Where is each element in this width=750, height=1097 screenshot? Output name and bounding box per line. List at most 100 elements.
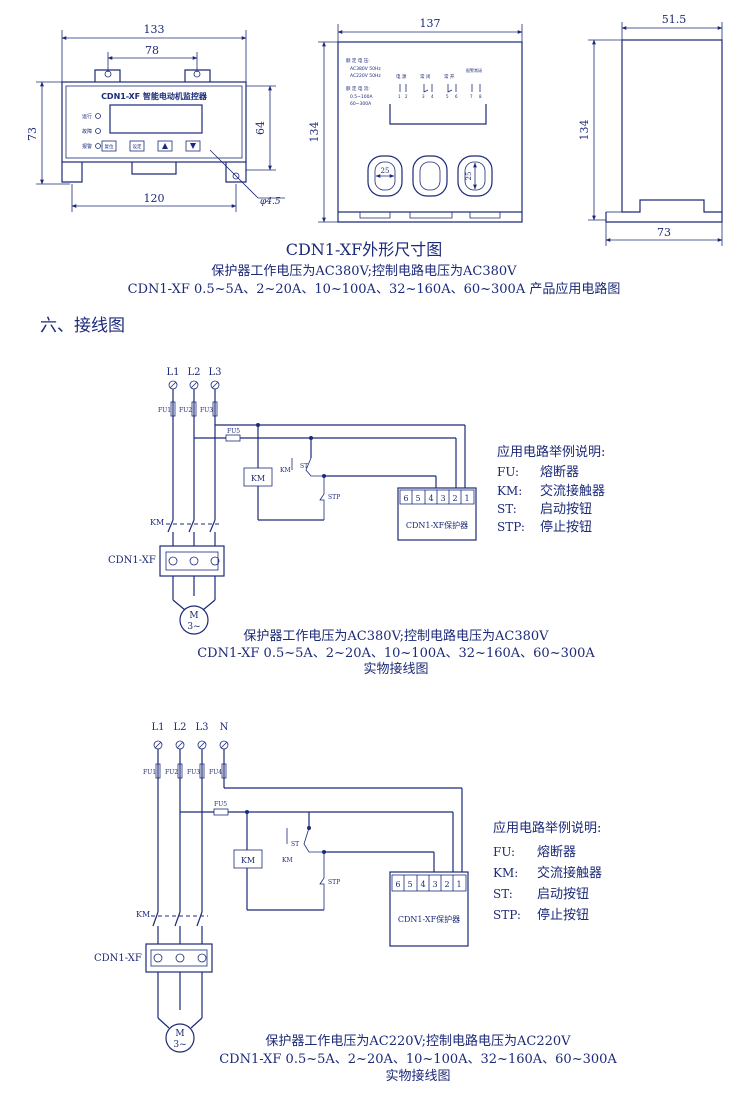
d1-legend: 应用电路举例说明: FU: 熔断器 KM: 交流接触器 ST: 启动按钮 STP… (497, 444, 605, 535)
d2-legend-code: FU: (493, 845, 515, 859)
d2-caption-voltage: 保护器工作电压为AC220V;控制电路电压为AC220V (265, 1033, 571, 1049)
d1-fuse-2: FU2 (179, 407, 192, 414)
back-terminal-7: 7 (470, 94, 473, 99)
d1-legend-title: 应用电路举例说明: (497, 444, 605, 460)
back-terminal-contacts (399, 84, 481, 93)
d1-legend-code: STP: (497, 520, 525, 534)
back-terminal-6: 6 (455, 94, 458, 99)
d1-fu5: FU5 (227, 428, 240, 435)
back-head-nc: 常 闭 (420, 73, 431, 80)
d2-phase-l3: L3 (195, 722, 208, 733)
back-terminal-2: 2 (405, 94, 408, 99)
d1-terminal: 2 (452, 494, 457, 503)
back-head-power: 电 源 (396, 73, 407, 80)
d1-motor (179, 605, 209, 635)
heading-range-line: CDN1-XF 0.5~5A、2~20A、10~100A、32~160A、60~… (128, 281, 621, 297)
d1-terminal: 1 (464, 494, 469, 503)
d1-protector-terminals: 6 5 4 3 2 1 (399, 489, 475, 505)
dim-side-height: 134 (578, 120, 591, 141)
dim-side-width: 51.5 (662, 13, 687, 26)
set-button-label: 设定 (133, 143, 142, 150)
d1-legend-desc: 熔断器 (540, 465, 579, 480)
d2-caption-title: 实物接线图 (385, 1068, 450, 1084)
reset-button-label: 复位 (105, 143, 114, 150)
d1-phase-l1: L1 (166, 367, 179, 378)
d2-terminal: 4 (420, 880, 425, 889)
d1-caption-range: CDN1-XF 0.5~5A、2~20A、10~100A、32~160A、60~… (197, 646, 595, 661)
d1-motor-m: M (189, 611, 198, 621)
dim-front-width: 133 (144, 23, 165, 36)
dim-front-base-width: 120 (144, 192, 165, 205)
d2-terminal: 3 (432, 880, 437, 889)
back-label-range1: 0.5~100A (350, 94, 374, 100)
d2-stp: STP (328, 879, 340, 886)
d1-km-coil: KM (251, 474, 265, 483)
back-label-current: 额 定 电 流: (346, 85, 370, 92)
d1-km-main: KM (150, 518, 164, 527)
d2-st: ST (291, 841, 299, 848)
d2-motor-phase: 3~ (173, 1040, 186, 1050)
d2-legend-desc: 交流接触器 (537, 865, 602, 881)
d2-motor (165, 1023, 195, 1053)
front-buttons: 复位 设定 (101, 140, 201, 152)
back-terminal-5: 5 (446, 94, 449, 99)
d2-terminal: 1 (456, 880, 461, 889)
back-head-alarm: 报警常闭 (466, 67, 482, 73)
dim-front-inner-height: 64 (254, 121, 267, 135)
d1-terminal: 3 (440, 494, 445, 503)
back-label-voltage: 额 定 电 压: (346, 57, 370, 64)
d2-phase-l2: L2 (173, 722, 186, 733)
d2-legend: 应用电路举例说明: FU: 熔断器 KM: 交流接触器 ST: 启动按钮 STP… (493, 820, 602, 923)
back-label-ac220: AC220V 50Hz (350, 73, 381, 79)
d1-caption-voltage: 保护器工作电压为AC380V;控制电路电压为AC380V (243, 628, 549, 644)
d2-fuse-4: FU4 (209, 769, 222, 776)
d2-fuse-2: FU2 (165, 769, 178, 776)
d2-legend-desc: 熔断器 (537, 845, 576, 860)
d1-device-label: CDN1-XF (108, 555, 156, 566)
front-view: 133 78 73 64 CDN1-XF 智能电动机监控器 运行 (26, 23, 285, 212)
d1-protector-label: CDN1-XF保护器 (406, 520, 468, 530)
d1-stp: STP (328, 494, 340, 501)
dim-front-inner-width: 78 (145, 44, 159, 57)
d1-legend-desc: 启动按钮 (540, 502, 592, 517)
d2-phase-l1: L1 (151, 722, 164, 733)
d1-legend-code: ST: (497, 502, 517, 516)
d2-device-label: CDN1-XF (94, 953, 142, 964)
dim-front-height: 73 (26, 127, 39, 141)
back-terminal-8: 8 (479, 94, 482, 99)
back-label-ac380: AC380V 50Hz (350, 66, 381, 72)
d1-legend-code: KM: (497, 484, 522, 498)
d2-fuse-1: FU1 (143, 769, 156, 776)
back-terminal-1: 1 (398, 94, 401, 99)
d2-protector-terminals: 6 5 4 3 2 1 (391, 874, 467, 892)
d2-legend-code: STP: (493, 908, 521, 922)
d1-fuse-1: FU1 (158, 407, 171, 414)
dim-side-base: 73 (657, 226, 671, 239)
side-view: 51.5 134 73 (578, 13, 723, 246)
d2-phase-n: N (220, 722, 229, 733)
wiring-diagram-220v: L1 L2 L3 N FU1 FU2 FU3 FU4 FU5 KM (94, 722, 617, 1084)
front-device-title: CDN1-XF 智能电动机监控器 (101, 91, 208, 101)
down-arrow-icon (190, 143, 196, 149)
d2-legend-title: 应用电路举例说明: (493, 820, 601, 836)
d1-motor-phase: 3~ (187, 622, 200, 632)
heading-voltage-line: 保护器工作电压为AC380V;控制电路电压为AC380V (211, 263, 517, 279)
indicator-fault: 故障 (82, 128, 92, 135)
back-terminal-3: 3 (422, 94, 425, 99)
d2-legend-code: KM: (493, 866, 518, 880)
d1-km-contact: KM (280, 467, 291, 474)
d2-motor-m: M (175, 1029, 184, 1039)
indicator-run: 运行 (82, 113, 92, 120)
back-terminal-4: 4 (431, 94, 434, 99)
wiring-diagram-380v: L1 L2 L3 FU1 FU2 FU3 FU5 KM KM ST STP (108, 367, 605, 677)
d2-legend-desc: 停止按钮 (537, 907, 589, 923)
d1-caption-title: 实物接线图 (363, 661, 428, 677)
d2-terminal: 2 (444, 880, 449, 889)
d2-fu5: FU5 (214, 801, 227, 808)
up-arrow-icon (162, 143, 168, 149)
d2-legend-code: ST: (493, 887, 513, 901)
d2-terminal: 6 (395, 880, 400, 889)
back-label-range2: 60~300A (350, 101, 372, 107)
d2-legend-desc: 启动按钮 (537, 887, 589, 902)
